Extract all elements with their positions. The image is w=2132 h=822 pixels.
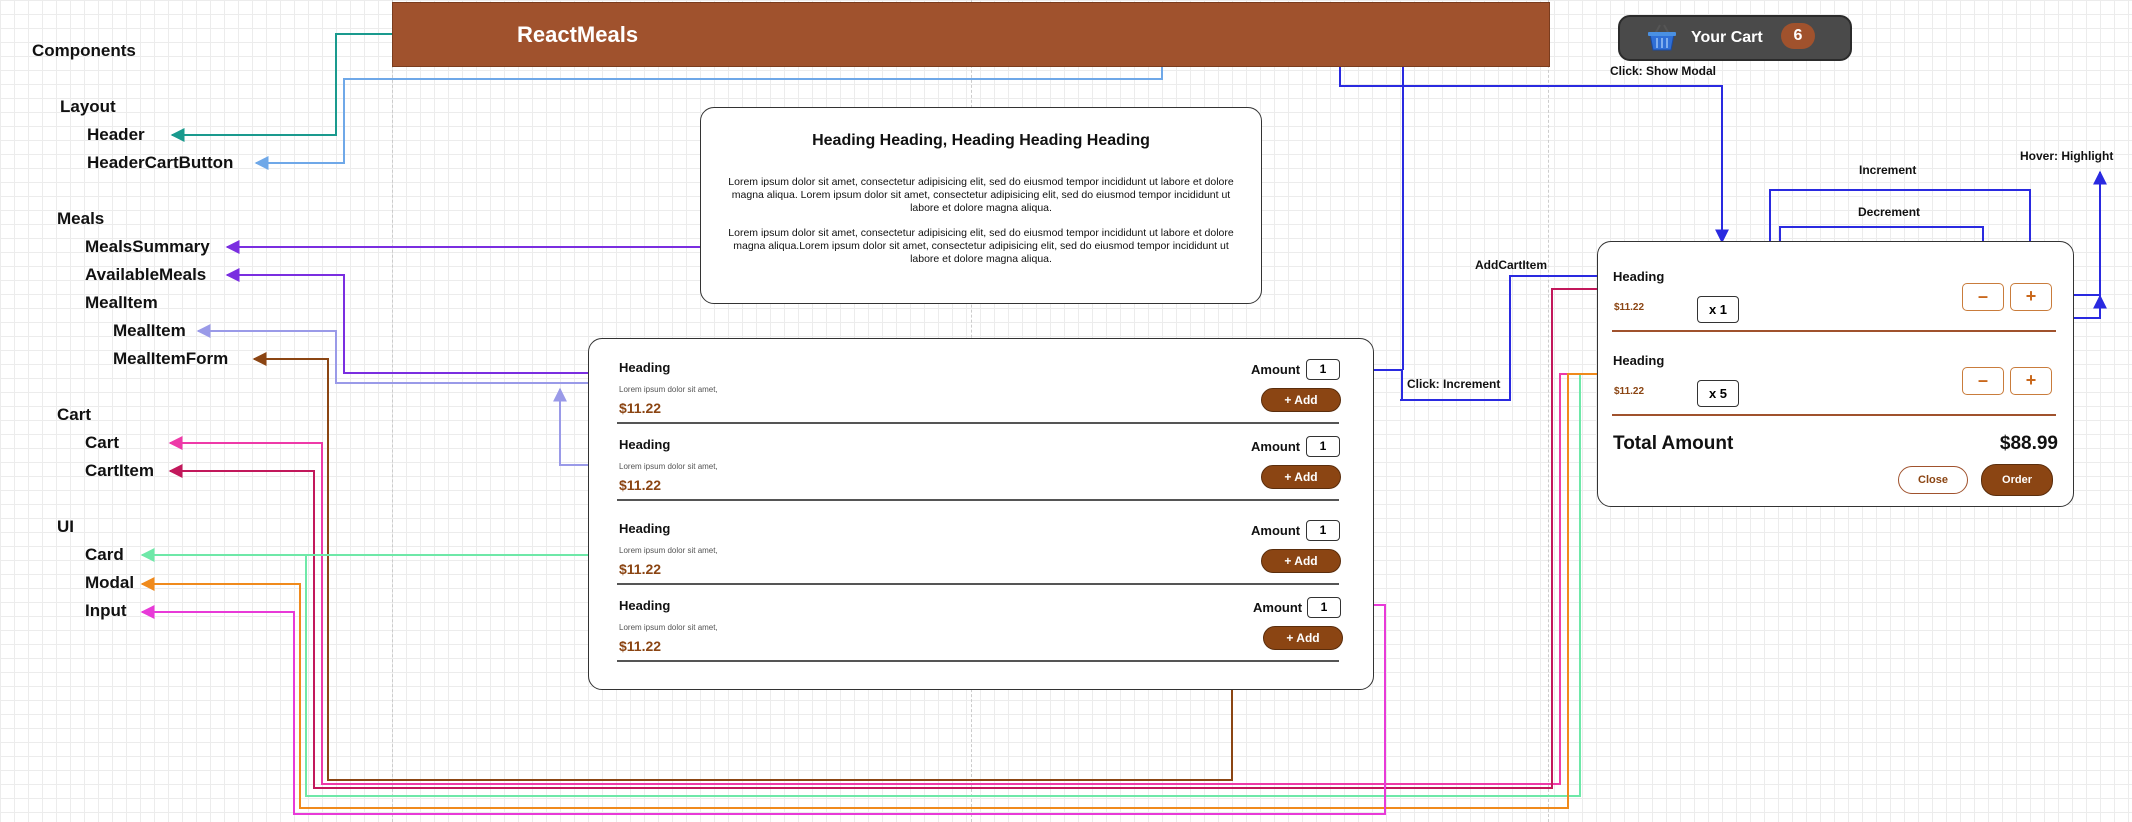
guide-line bbox=[392, 0, 393, 822]
cart-item-heading: Heading bbox=[1613, 269, 1665, 284]
meal-price: $11.22 bbox=[619, 638, 662, 654]
meal-divider bbox=[617, 660, 1339, 662]
tree-cart: Cart bbox=[57, 405, 92, 424]
amount-label: Amount bbox=[1251, 523, 1301, 538]
total-amount-label: Total Amount bbox=[1613, 433, 1734, 454]
increment-button[interactable]: + bbox=[2010, 283, 2052, 311]
add-button[interactable]: + Add bbox=[1261, 388, 1341, 412]
add-button[interactable]: + Add bbox=[1261, 465, 1341, 489]
app-title: ReactMeals bbox=[517, 22, 639, 47]
meals-summary-card: Heading Heading, Heading Heading Heading… bbox=[700, 107, 1262, 304]
amount-label: Amount bbox=[1251, 439, 1301, 454]
meal-item-connector bbox=[196, 324, 588, 384]
tree-ui: UI bbox=[57, 517, 74, 536]
header-cart-button[interactable]: Your Cart 6 bbox=[1618, 15, 1852, 61]
annotation-decrement: Decrement bbox=[1858, 205, 1921, 219]
meal-description: Lorem ipsum dolor sit amet, bbox=[619, 385, 718, 394]
annotation-add-cart-item: AddCartItem bbox=[1475, 258, 1548, 272]
summary-paragraph-1: Lorem ipsum dolor sit amet, consectetur … bbox=[728, 176, 1234, 214]
tree-cart-item: CartItem bbox=[85, 461, 154, 480]
meal-divider bbox=[617, 499, 1339, 501]
cart-label: Your Cart bbox=[1691, 29, 1763, 46]
summary-title: Heading Heading, Heading Heading Heading bbox=[812, 132, 1150, 149]
amount-label: Amount bbox=[1253, 600, 1303, 615]
card-connector bbox=[305, 374, 1581, 797]
close-button[interactable]: Close bbox=[1898, 466, 1968, 494]
show-modal-connector bbox=[1339, 56, 1729, 244]
meal-heading: Heading bbox=[619, 360, 671, 375]
meal-description: Lorem ipsum dolor sit amet, bbox=[619, 623, 718, 632]
decrement-button[interactable]: – bbox=[1962, 367, 2004, 395]
amount-input[interactable]: 1 bbox=[1306, 520, 1340, 541]
amount-label: Amount bbox=[1251, 362, 1301, 377]
cart-item-divider bbox=[1612, 414, 2056, 416]
tree-input: Input bbox=[85, 601, 127, 620]
available-meals-connector bbox=[225, 268, 588, 374]
annotation-click-increment: Click: Increment bbox=[1407, 377, 1501, 391]
meal-item-up-connector bbox=[553, 387, 600, 466]
amount-input[interactable]: 1 bbox=[1307, 597, 1341, 618]
cart-item-quantity: x 5 bbox=[1697, 380, 1739, 407]
meal-heading: Heading bbox=[619, 521, 671, 536]
meal-heading: Heading bbox=[619, 437, 671, 452]
tree-meal-item-form: MealItemForm bbox=[113, 349, 229, 368]
tree-cart-component: Cart bbox=[85, 433, 120, 452]
modal-connector bbox=[140, 373, 1598, 809]
annotation-hover-highlight: Hover: Highlight bbox=[2020, 149, 2114, 163]
tree-meals: Meals bbox=[57, 209, 105, 228]
meal-divider bbox=[617, 422, 1339, 424]
summary-paragraph-2: Lorem ipsum dolor sit amet, consectetur … bbox=[728, 227, 1234, 265]
tree-header-cart-button: HeaderCartButton bbox=[87, 153, 234, 172]
meal-price: $11.22 bbox=[619, 400, 662, 416]
add-button[interactable]: + Add bbox=[1261, 549, 1341, 573]
available-meals-card: Heading Lorem ipsum dolor sit amet, $11.… bbox=[588, 338, 1374, 690]
cart-item-heading: Heading bbox=[1613, 353, 1665, 368]
cart-item-quantity: x 1 bbox=[1697, 296, 1739, 323]
cart-modal: Heading $11.22 x 1 – + Heading $11.22 x … bbox=[1597, 241, 2074, 507]
input-connector bbox=[140, 604, 1386, 815]
tree-meal-item: MealItem bbox=[113, 321, 186, 340]
cart-count-badge: 6 bbox=[1781, 23, 1815, 49]
app-header: ReactMeals Your Cart 6 bbox=[392, 2, 1852, 67]
cart-item-connector bbox=[168, 288, 1610, 789]
annotation-increment: Increment bbox=[1859, 163, 1917, 177]
meal-divider bbox=[617, 583, 1339, 585]
amount-input[interactable]: 1 bbox=[1306, 359, 1340, 380]
meal-description: Lorem ipsum dolor sit amet, bbox=[619, 462, 718, 471]
guide-line bbox=[1548, 0, 1549, 822]
meal-heading: Heading bbox=[619, 598, 671, 613]
cart-connector bbox=[168, 373, 1598, 785]
tree-layout: Layout bbox=[60, 97, 116, 116]
cart-item-divider bbox=[1612, 330, 2056, 332]
tree-available-meals: AvailableMeals bbox=[85, 265, 207, 284]
shopping-basket-icon bbox=[1648, 24, 1676, 51]
tree-card: Card bbox=[85, 545, 124, 564]
header-connector bbox=[170, 33, 392, 142]
tree-meals-summary: MealsSummary bbox=[85, 237, 210, 256]
tree-modal: Modal bbox=[85, 573, 135, 592]
meal-description: Lorem ipsum dolor sit amet, bbox=[619, 546, 718, 555]
meal-price: $11.22 bbox=[619, 477, 662, 493]
decrement-button[interactable]: – bbox=[1962, 283, 2004, 311]
tree-components: Components bbox=[32, 41, 136, 60]
cart-item-price: $11.22 bbox=[1614, 386, 1645, 397]
tree-meal-item-group: MealItem bbox=[85, 293, 158, 312]
total-amount-value: $88.99 bbox=[1999, 433, 2058, 454]
amount-input[interactable]: 1 bbox=[1306, 436, 1340, 457]
increment-button[interactable]: + bbox=[2010, 367, 2052, 395]
meal-price: $11.22 bbox=[619, 561, 662, 577]
add-cart-item-connector bbox=[1400, 269, 1612, 401]
cart-item-price: $11.22 bbox=[1614, 302, 1645, 313]
add-button[interactable]: + Add bbox=[1263, 626, 1343, 650]
annotation-show-modal: Click: Show Modal bbox=[1610, 64, 1717, 78]
tree-header: Header bbox=[87, 125, 145, 144]
order-button[interactable]: Order bbox=[1981, 464, 2053, 496]
